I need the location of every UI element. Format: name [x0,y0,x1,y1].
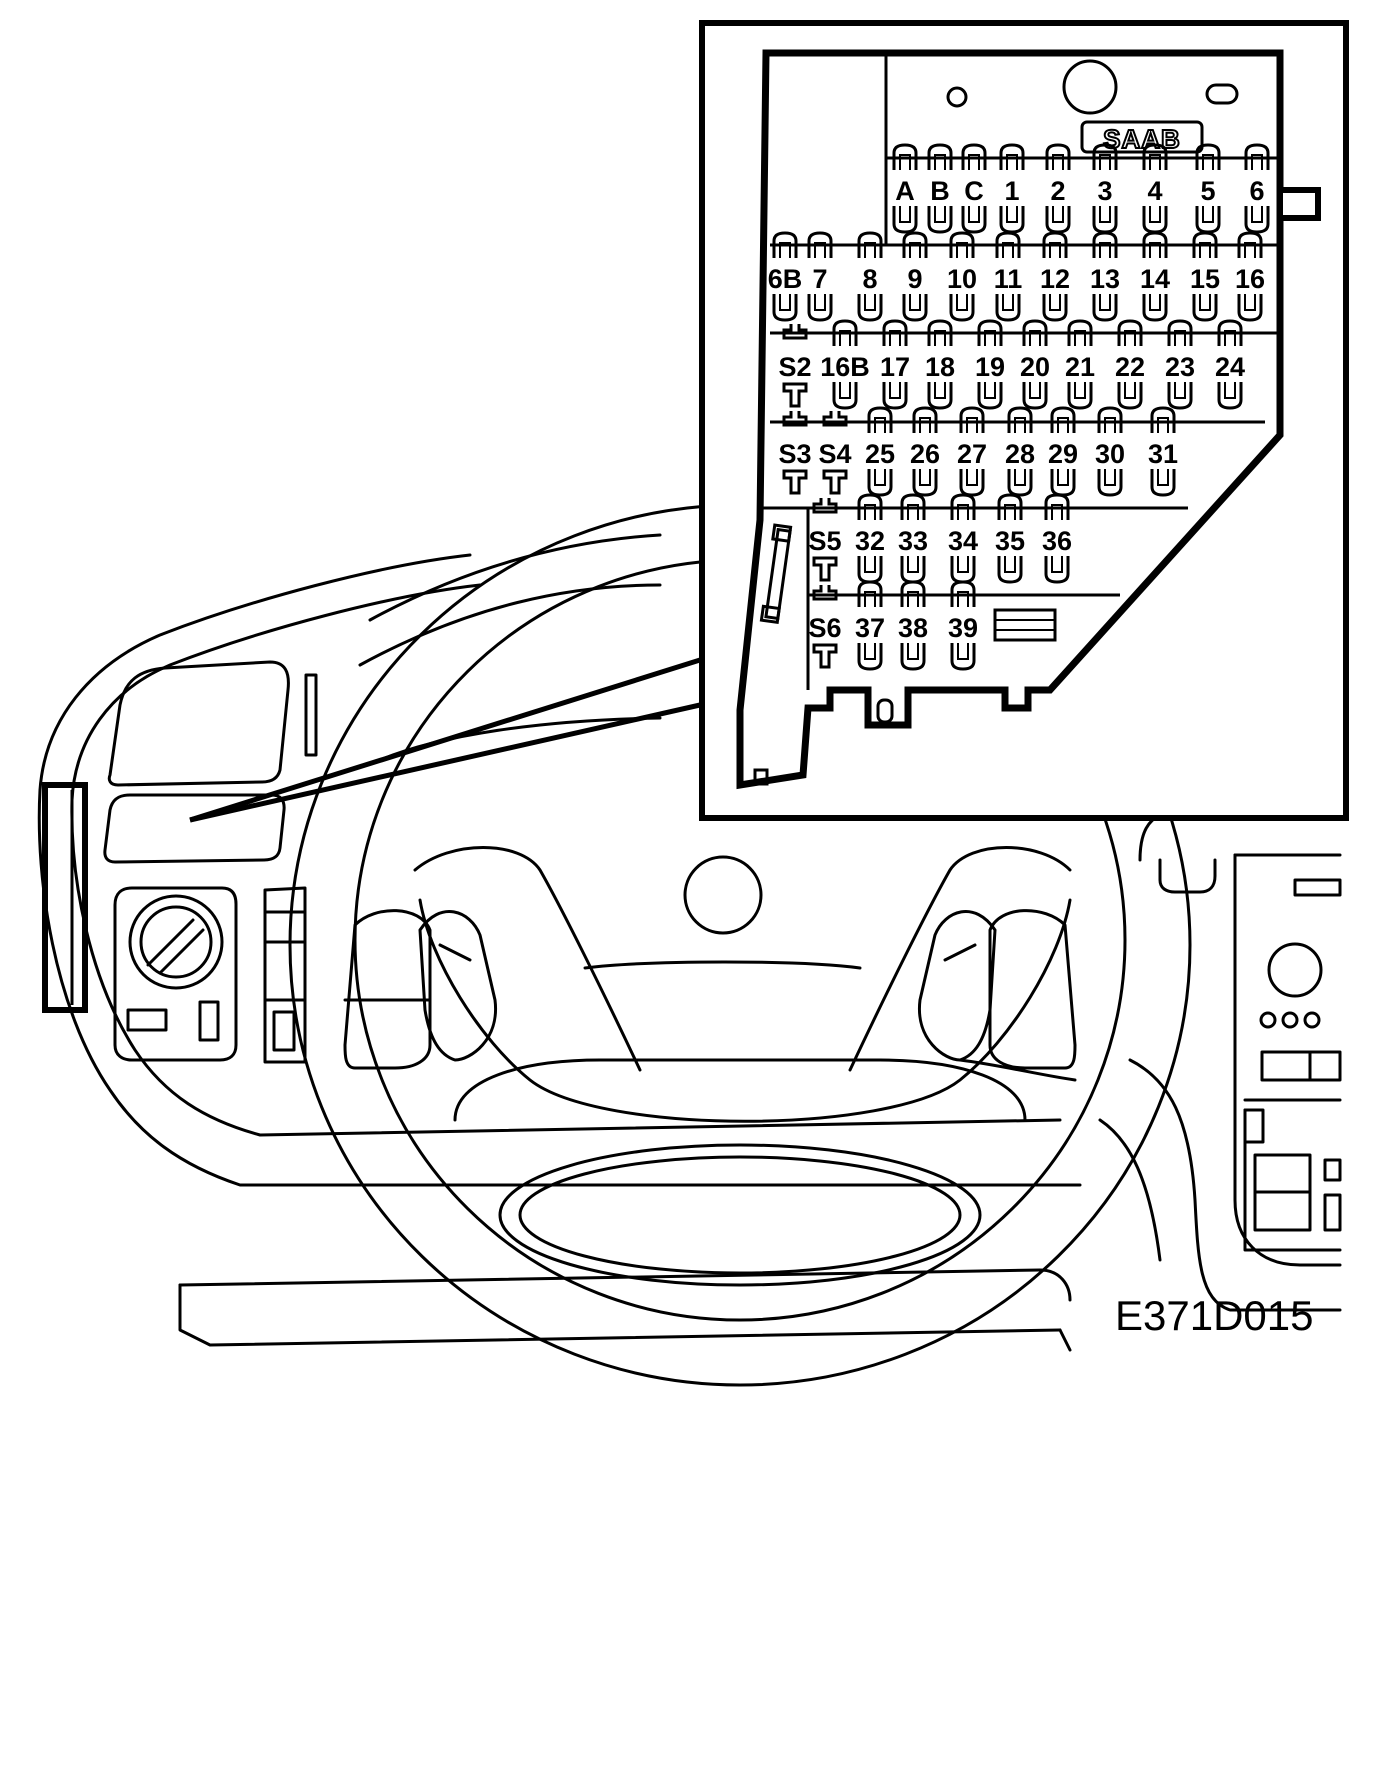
fuse-label: 3 [1097,176,1112,206]
fuse-label: 8 [862,264,877,294]
fuse-36: 36 [1042,493,1072,584]
fuse-8: 8 [857,231,883,322]
callout-pointer [189,657,701,823]
fuse-4: 4 [1142,143,1168,234]
fuse-label: 6B [768,264,803,294]
fuse-6b: 6B [768,231,803,322]
fuse-1: 1 [999,143,1025,234]
fuse-c: C [961,143,987,234]
fuse-label: 11 [994,264,1023,294]
fuse-22: 22 [1115,319,1145,410]
fuse-label: 2 [1050,176,1065,206]
fuse-label: 30 [1095,439,1125,469]
fuse-label: 1 [1004,176,1019,206]
fuse-26: 26 [910,406,940,497]
fuse-label: S3 [778,439,811,469]
fuse-23: 23 [1165,319,1195,410]
fuse-label: 5 [1200,176,1215,206]
fuse-28: 28 [1005,406,1035,497]
fuse-label: 34 [948,526,978,556]
fuse-9: 9 [902,231,928,322]
fuse-label: B [930,176,950,206]
fuse-label: 15 [1190,264,1220,294]
fuse-label: 37 [855,613,885,643]
fuse-16b: 16B [820,319,870,410]
fuse-label: 13 [1090,264,1120,294]
fuse-label: 17 [880,352,910,382]
fuse-3: 3 [1092,143,1118,234]
fuse-37: 37 [855,580,885,671]
fuse-s6: S6 [808,585,842,669]
fuse-5: 5 [1195,143,1221,234]
fuse-label: 20 [1020,352,1050,382]
fuse-12: 12 [1040,231,1070,322]
fuse-label: 21 [1065,352,1095,382]
fuse-s2: S2 [778,324,812,408]
fuse-label: 7 [812,264,827,294]
fuse-20: 20 [1020,319,1050,410]
fuse-label: 12 [1040,264,1070,294]
fuse-label: S6 [808,613,841,643]
fuse-label: 33 [898,526,928,556]
fuse-15: 15 [1190,231,1220,322]
fuse-label: 19 [975,352,1005,382]
fuse-25: 25 [865,406,895,497]
fuse-label: 36 [1042,526,1072,556]
fuse-label: 31 [1148,439,1178,469]
fuse-s4: S4 [818,411,852,495]
fuse-label: 6 [1249,176,1264,206]
fuse-17: 17 [880,319,910,410]
fuse-38: 38 [898,580,928,671]
fuse-label: 18 [925,352,955,382]
fuse-label: 14 [1140,264,1170,294]
fuse-label: 32 [855,526,885,556]
fuse-7: 7 [807,231,833,322]
fuse-label: 10 [947,264,977,294]
fuse-label: 22 [1115,352,1145,382]
fuse-label: 23 [1165,352,1195,382]
fuse-27: 27 [957,406,987,497]
fuse-label: S4 [818,439,851,469]
fuse-11: 11 [994,231,1023,322]
fuse-label: C [964,176,984,206]
fuse-label: 38 [898,613,928,643]
fuse-label: 24 [1215,352,1245,382]
fuse-label: S5 [808,526,841,556]
fuse-s3: S3 [778,411,812,495]
fuse-label: 39 [948,613,978,643]
fuse-35: 35 [995,493,1025,584]
fuse-39: 39 [948,580,978,671]
fuse-s5: S5 [808,498,842,582]
fuse-label: 35 [995,526,1025,556]
fuse-24: 24 [1215,319,1245,410]
fuse-label: 4 [1147,176,1162,206]
fuse-b: B [927,143,953,234]
fuse-label: S2 [778,352,811,382]
fuse-label: 16 [1235,264,1265,294]
fuse-label: A [895,176,915,206]
fuse-10: 10 [947,231,977,322]
fuse-13: 13 [1090,231,1120,322]
fuse-6: 6 [1244,143,1270,234]
fuse-label: 9 [907,264,922,294]
fuse-16: 16 [1235,231,1265,322]
fuse-14: 14 [1140,231,1170,322]
fuse-19: 19 [975,319,1005,410]
fuse-21: 21 [1065,319,1095,410]
fuse-label: 16B [820,352,870,382]
brand-logo: SAAB [1103,124,1181,154]
fuse-label: 27 [957,439,987,469]
fuse-label: 26 [910,439,940,469]
fuse-label: 28 [1005,439,1035,469]
figure-caption: E371D015 [1115,1292,1314,1339]
fuse-30: 30 [1095,406,1125,497]
fuse-label: 29 [1048,439,1078,469]
fuse-31: 31 [1148,406,1178,497]
fuse-18: 18 [925,319,955,410]
fuse-a: A [892,143,918,234]
fuse-label: 25 [865,439,895,469]
